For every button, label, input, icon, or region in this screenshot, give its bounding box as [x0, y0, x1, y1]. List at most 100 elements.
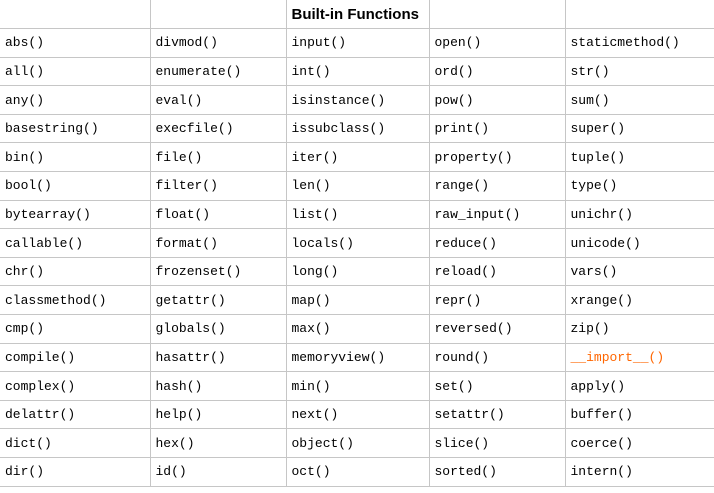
- function-cell: round(): [428, 342, 566, 373]
- header-cell-empty: [428, 0, 566, 30]
- function-cell: getattr(): [149, 285, 287, 316]
- function-cell: reload(): [428, 256, 566, 287]
- table-row: delattr() help() next() setattr() buffer…: [0, 399, 714, 430]
- function-cell: bool(): [0, 171, 151, 201]
- function-cell: slice(): [428, 428, 566, 458]
- table-header-row: Built-in Functions: [0, 0, 714, 30]
- function-cell: hex(): [149, 428, 287, 458]
- table-row: complex() hash() min() set() apply(): [0, 371, 714, 401]
- function-cell: issubclass(): [285, 113, 430, 144]
- function-cell: vars(): [564, 256, 714, 287]
- function-cell: coerce(): [564, 428, 714, 458]
- function-cell: dir(): [0, 457, 151, 487]
- table-row: classmethod() getattr() map() repr() xra…: [0, 285, 714, 316]
- function-cell: range(): [428, 171, 566, 201]
- function-cell: pow(): [428, 85, 566, 115]
- function-cell: max(): [285, 314, 430, 344]
- table-row: bool() filter() len() range() type(): [0, 171, 714, 201]
- function-cell: format(): [149, 228, 287, 258]
- function-cell: sorted(): [428, 457, 566, 487]
- function-cell: all(): [0, 56, 151, 87]
- function-cell: zip(): [564, 314, 714, 344]
- function-cell: property(): [428, 142, 566, 173]
- function-cell: cmp(): [0, 314, 151, 344]
- function-cell: unicode(): [564, 228, 714, 258]
- function-cell: len(): [285, 171, 430, 201]
- function-cell: reversed(): [428, 314, 566, 344]
- function-cell: open(): [428, 28, 566, 58]
- function-cell: print(): [428, 113, 566, 144]
- table-row: bytearray() float() list() raw_input() u…: [0, 199, 714, 230]
- function-cell: dict(): [0, 428, 151, 458]
- function-cell: next(): [285, 399, 430, 430]
- function-cell: basestring(): [0, 113, 151, 144]
- function-cell: repr(): [428, 285, 566, 316]
- function-cell: file(): [149, 142, 287, 173]
- header-cell-empty: [0, 0, 151, 30]
- function-cell: buffer(): [564, 399, 714, 430]
- function-cell: oct(): [285, 457, 430, 487]
- function-cell: iter(): [285, 142, 430, 173]
- table-row: all() enumerate() int() ord() str(): [0, 56, 714, 87]
- function-cell: id(): [149, 457, 287, 487]
- function-cell: abs(): [0, 28, 151, 58]
- function-cell: chr(): [0, 256, 151, 287]
- function-cell: map(): [285, 285, 430, 316]
- function-cell: globals(): [149, 314, 287, 344]
- table-row: compile() hasattr() memoryview() round()…: [0, 342, 714, 373]
- function-cell: super(): [564, 113, 714, 144]
- function-cell: enumerate(): [149, 56, 287, 87]
- function-cell: locals(): [285, 228, 430, 258]
- function-cell: compile(): [0, 342, 151, 373]
- function-cell: execfile(): [149, 113, 287, 144]
- function-cell: unichr(): [564, 199, 714, 230]
- function-cell: frozenset(): [149, 256, 287, 287]
- table-row: any() eval() isinstance() pow() sum(): [0, 85, 714, 115]
- table-row: abs() divmod() input() open() staticmeth…: [0, 28, 714, 58]
- table-title: Built-in Functions: [285, 0, 430, 30]
- table-row: callable() format() locals() reduce() un…: [0, 228, 714, 258]
- function-cell: eval(): [149, 85, 287, 115]
- function-cell: filter(): [149, 171, 287, 201]
- function-cell: isinstance(): [285, 85, 430, 115]
- function-cell: delattr(): [0, 399, 151, 430]
- function-cell: object(): [285, 428, 430, 458]
- function-cell: classmethod(): [0, 285, 151, 316]
- function-cell: str(): [564, 56, 714, 87]
- function-cell: divmod(): [149, 28, 287, 58]
- function-cell: callable(): [0, 228, 151, 258]
- table-row: basestring() execfile() issubclass() pri…: [0, 113, 714, 144]
- function-cell: hash(): [149, 371, 287, 401]
- table-row: chr() frozenset() long() reload() vars(): [0, 256, 714, 287]
- function-cell: input(): [285, 28, 430, 58]
- function-cell: staticmethod(): [564, 28, 714, 58]
- function-cell: hasattr(): [149, 342, 287, 373]
- header-cell-empty: [564, 0, 714, 30]
- table-row: dir() id() oct() sorted() intern(): [0, 457, 714, 487]
- function-cell: help(): [149, 399, 287, 430]
- function-cell: bin(): [0, 142, 151, 173]
- function-cell: apply(): [564, 371, 714, 401]
- import-function-link[interactable]: __import__(): [564, 342, 714, 373]
- function-cell: reduce(): [428, 228, 566, 258]
- table-row: cmp() globals() max() reversed() zip(): [0, 314, 714, 344]
- function-cell: sum(): [564, 85, 714, 115]
- function-cell: complex(): [0, 371, 151, 401]
- function-cell: memoryview(): [285, 342, 430, 373]
- function-cell: setattr(): [428, 399, 566, 430]
- function-cell: tuple(): [564, 142, 714, 173]
- function-cell: long(): [285, 256, 430, 287]
- function-cell: bytearray(): [0, 199, 151, 230]
- table-row: dict() hex() object() slice() coerce(): [0, 428, 714, 458]
- function-cell: xrange(): [564, 285, 714, 316]
- header-cell-empty: [149, 0, 287, 30]
- function-cell: intern(): [564, 457, 714, 487]
- function-cell: type(): [564, 171, 714, 201]
- function-cell: min(): [285, 371, 430, 401]
- table-row: bin() file() iter() property() tuple(): [0, 142, 714, 173]
- function-cell: raw_input(): [428, 199, 566, 230]
- function-cell: list(): [285, 199, 430, 230]
- function-cell: any(): [0, 85, 151, 115]
- function-cell: float(): [149, 199, 287, 230]
